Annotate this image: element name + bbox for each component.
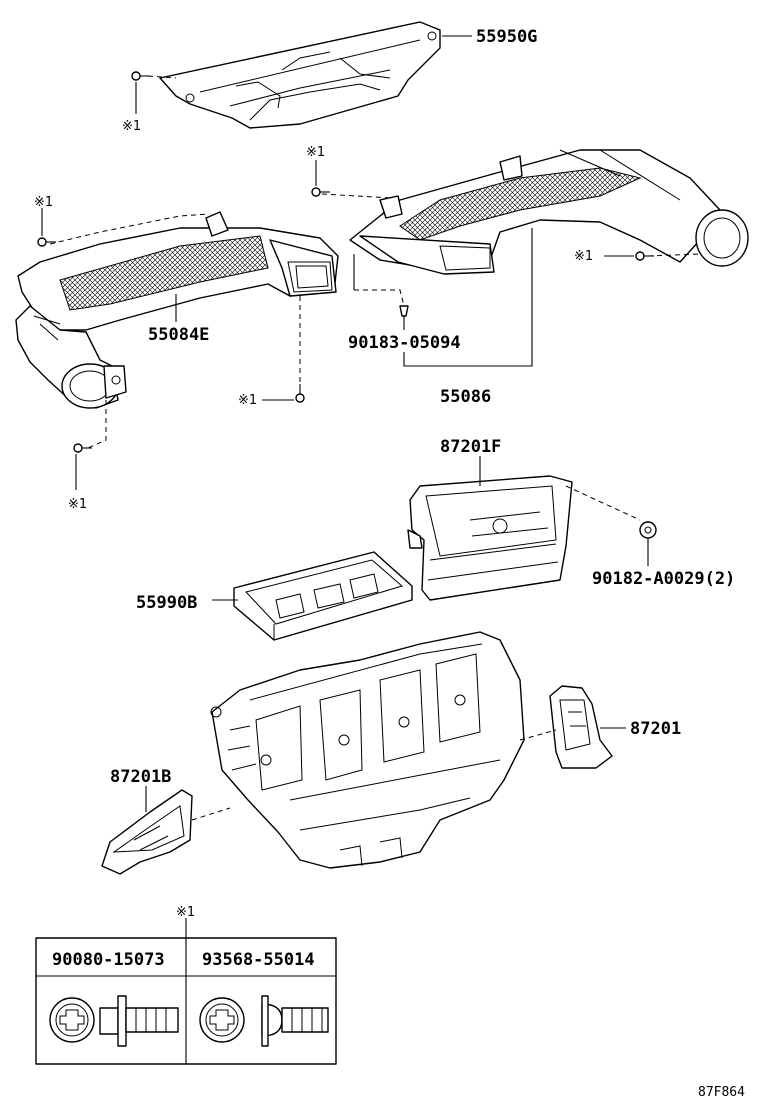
- callout-90183-05094: 90183-05094: [348, 333, 461, 353]
- heater-unit: [210, 631, 525, 869]
- part-87201: [549, 685, 613, 769]
- screw-head-icon: [49, 997, 95, 1043]
- screw-icon: [635, 251, 654, 261]
- nut-icon: [639, 521, 657, 539]
- screw-icon: [131, 71, 150, 81]
- pan-screw-icon: [261, 995, 329, 1047]
- screw-icon: [295, 384, 305, 403]
- screw-icon: [73, 443, 92, 453]
- duct-55950g: [159, 21, 441, 129]
- callout-55086: 55086: [440, 387, 491, 407]
- duct-55086: [349, 149, 749, 275]
- part-55990b: [233, 551, 413, 641]
- callout-55084e: 55084E: [148, 325, 209, 345]
- screw-note: ※1: [238, 393, 257, 408]
- duct-55084e: [15, 211, 339, 409]
- screw-note: ※1: [122, 119, 141, 134]
- screw-note: ※1: [306, 145, 325, 160]
- flange-bolt-icon: [99, 995, 179, 1047]
- legend-part-90080-15073: 90080-15073: [52, 950, 165, 970]
- screw-head-icon: [199, 997, 245, 1043]
- screw-note: ※1: [34, 195, 53, 210]
- part-87201f: [407, 475, 573, 601]
- screw-note: ※1: [68, 497, 87, 512]
- screw-icon: [37, 237, 56, 247]
- legend-part-93568-55014: 93568-55014: [202, 950, 315, 970]
- callout-55990b: 55990B: [136, 593, 197, 613]
- screw-note: ※1: [574, 249, 593, 264]
- callout-87201f: 87201F: [440, 437, 501, 457]
- screw-icon: [311, 187, 330, 197]
- clip-icon: [399, 305, 409, 317]
- callout-90182-a0029: 90182-A0029(2): [592, 569, 735, 589]
- part-87201b: [101, 789, 193, 875]
- callout-55950g: 55950G: [476, 27, 537, 47]
- screw-note: ※1: [176, 905, 195, 920]
- figure-code: 87F864: [698, 1085, 745, 1100]
- callout-87201: 87201: [630, 719, 681, 739]
- legend-table: [35, 918, 337, 1065]
- callout-87201b: 87201B: [110, 767, 171, 787]
